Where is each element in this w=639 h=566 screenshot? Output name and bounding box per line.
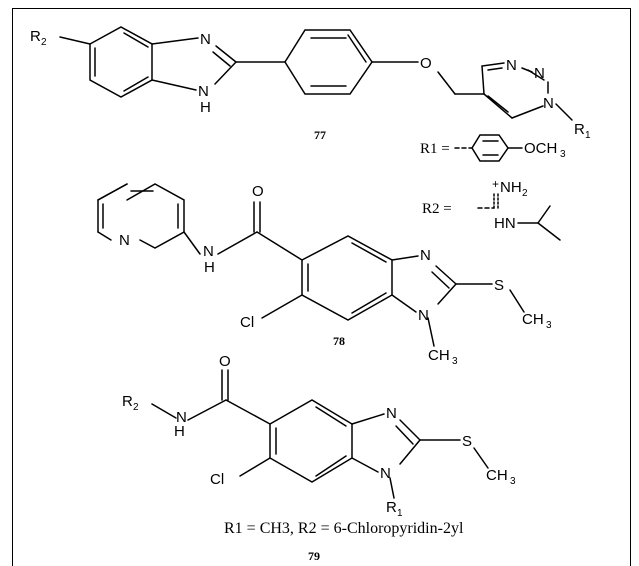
- n-label: N: [534, 65, 545, 82]
- o-label: O: [219, 353, 231, 370]
- r2-nh2-label: NH: [500, 179, 522, 196]
- cl-label: Cl: [210, 471, 224, 488]
- ch3-subscript: 3: [510, 476, 516, 487]
- r1-subscript: 1: [585, 130, 591, 141]
- compound-number: 79: [308, 549, 320, 563]
- n-label: N: [380, 465, 391, 482]
- n-label: N: [386, 405, 397, 422]
- s-label: S: [494, 277, 504, 294]
- r2-label: R: [30, 28, 41, 45]
- figure-border: [12, 8, 631, 566]
- compound-77-structure: [59, 26, 573, 241]
- r1-definition-prefix: R1 =: [420, 141, 450, 157]
- o-label: O: [252, 183, 264, 200]
- r1-subscript: 1: [397, 508, 403, 519]
- cl-label: Cl: [240, 314, 254, 331]
- n-label: N: [420, 247, 431, 264]
- r2-subscript: 2: [41, 37, 47, 48]
- s-label: S: [462, 433, 472, 450]
- r1-label: R: [386, 499, 397, 516]
- n-label: N: [203, 243, 214, 260]
- substituent-caption: R1 = CH3, R2 = 6-Chloropyridin-2yl: [224, 520, 464, 537]
- ch3-label: CH: [428, 347, 450, 364]
- n-label: N: [198, 83, 209, 100]
- h-label: H: [204, 259, 215, 276]
- compound-78-structure: [97, 183, 525, 347]
- compound-number: 77: [314, 128, 326, 142]
- r1-label: R: [574, 121, 585, 138]
- o-label: O: [420, 55, 432, 72]
- atom-labels: R 2 N N H O N N N R 1 77 R1 = OCH 3 R2 =…: [30, 28, 591, 563]
- r2-nh2-subscript: 2: [522, 188, 528, 199]
- n-label: N: [119, 232, 130, 249]
- h-label: H: [174, 423, 185, 440]
- r2-definition-prefix: R2 =: [422, 201, 452, 217]
- charge-label: +: [492, 177, 499, 191]
- n-label: N: [176, 409, 187, 426]
- n-label: N: [506, 57, 517, 74]
- n-label: N: [200, 31, 211, 48]
- r2-hn-label: HN: [494, 215, 516, 232]
- compound-79-structure: [151, 369, 489, 499]
- compound-number: 78: [333, 334, 345, 348]
- r2-subscript: 2: [133, 402, 139, 413]
- ch3-label: CH: [522, 311, 544, 328]
- r1-group-label: OCH: [524, 140, 557, 157]
- ch3-subscript: 3: [452, 356, 458, 367]
- n-label: N: [418, 307, 429, 324]
- h-label: H: [200, 99, 211, 116]
- r1-group-subscript: 3: [560, 149, 566, 160]
- ch3-subscript: 3: [546, 320, 552, 331]
- ch3-label: CH: [486, 467, 508, 484]
- r2-label: R: [122, 393, 133, 410]
- n-label: N: [543, 95, 554, 112]
